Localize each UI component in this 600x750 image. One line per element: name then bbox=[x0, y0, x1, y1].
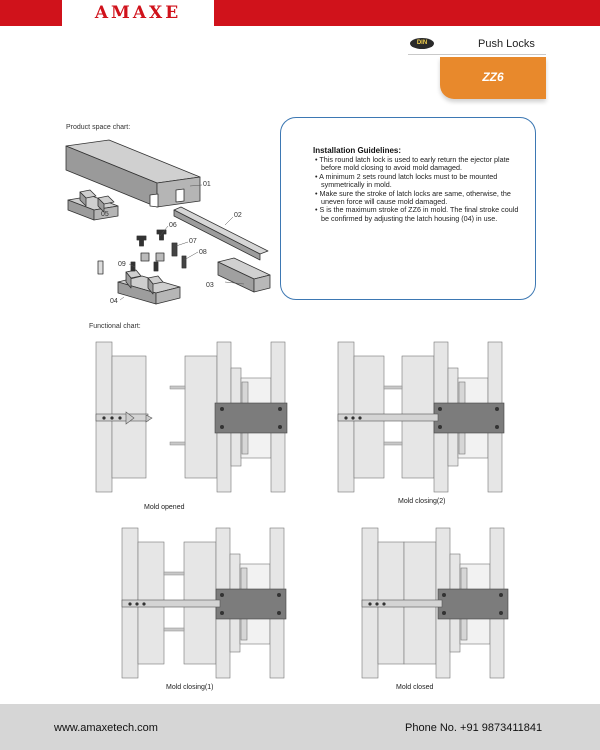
logo-text: AMAXE bbox=[94, 3, 182, 23]
product-code-tab: ZZ6 bbox=[440, 57, 546, 99]
category-title: Push Locks bbox=[478, 38, 535, 50]
part-label-02: 02 bbox=[234, 212, 242, 219]
product-code: ZZ6 bbox=[482, 70, 504, 84]
phone-number: Phone No. +91 9873411841 bbox=[405, 722, 543, 734]
part-label-08: 08 bbox=[199, 249, 207, 256]
footer-bar: www.amaxetech.com Phone No. +91 98734118… bbox=[0, 704, 600, 750]
part-label-05: 05 bbox=[101, 211, 109, 218]
guideline-item: • S is the maximum stroke of ZZ6 in mold… bbox=[315, 205, 519, 223]
caption-mold-closed: Mold closed bbox=[396, 684, 434, 691]
installation-guidelines-box bbox=[280, 117, 536, 300]
guideline-item: • This round latch lock is used to early… bbox=[315, 155, 510, 173]
functional-diagram-mold-closed bbox=[361, 527, 509, 679]
amaxe-logo[interactable]: AMAXE bbox=[62, 0, 214, 26]
part-label-07: 07 bbox=[189, 238, 197, 245]
functional-diagram-mold-closing-2 bbox=[337, 341, 505, 493]
functional-diagram-mold-closing-1 bbox=[121, 527, 287, 679]
part-label-09: 09 bbox=[118, 261, 126, 268]
functional-chart-title: Functional chart: bbox=[89, 323, 141, 330]
din-badge: DIN bbox=[410, 38, 434, 49]
part-label-06: 06 bbox=[169, 222, 177, 229]
guidelines-title: Installation Guidelines: bbox=[313, 146, 402, 155]
header-bar: AMAXE bbox=[0, 0, 600, 26]
exploded-view-diagram bbox=[65, 139, 271, 305]
functional-diagram-mold-opened bbox=[95, 341, 288, 493]
guideline-item: • A minimum 2 sets round latch locks mus… bbox=[315, 171, 498, 190]
part-label-03: 03 bbox=[206, 282, 214, 289]
product-space-title: Product space chart: bbox=[66, 124, 131, 131]
header-divider bbox=[408, 54, 546, 55]
caption-mold-closing-2: Mold closing(2) bbox=[398, 498, 446, 505]
guideline-item: • Make sure the stroke of latch locks ar… bbox=[315, 188, 511, 207]
part-label-01: 01 bbox=[203, 181, 211, 188]
website-link[interactable]: www.amaxetech.com bbox=[54, 722, 158, 734]
guidelines-list: • This round latch lock is used to early… bbox=[313, 155, 523, 223]
caption-mold-closing-1: Mold closing(1) bbox=[166, 684, 214, 691]
part-label-04: 04 bbox=[110, 298, 118, 305]
caption-mold-opened: Mold opened bbox=[144, 504, 185, 511]
